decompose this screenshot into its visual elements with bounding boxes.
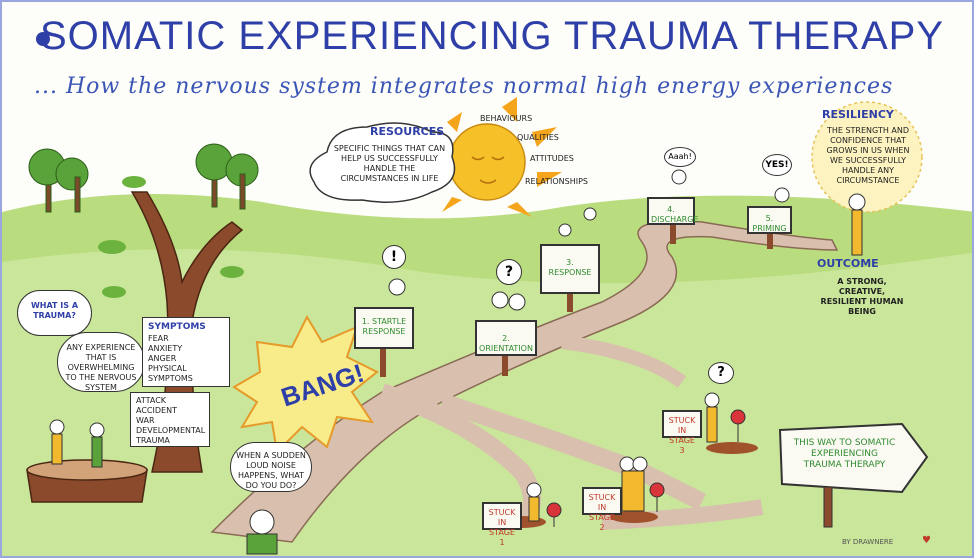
sun-ray-attitudes: ATTITUDES: [530, 154, 574, 163]
stage-bubble-startle: !: [382, 245, 406, 269]
resiliency-glow: [811, 101, 923, 213]
stage-sign-startle: 1. STARTLE RESPONSE: [354, 307, 414, 349]
resiliency-heading: RESILIENCY: [822, 108, 894, 121]
resources-cloud: [309, 122, 456, 203]
outcome-text: A STRONG, CREATIVE, RESILIENT HUMAN BEIN…: [820, 277, 904, 316]
direction-sign-shape: [778, 422, 929, 494]
sun-ray-qualities: QUALITIES: [517, 133, 559, 142]
causes-card: ATTACK ACCIDENT WAR DEVELOPMENTAL TRAUMA: [130, 392, 210, 447]
stuck2-stump: [610, 511, 658, 523]
cause-item: ATTACK: [136, 396, 167, 405]
sun-ray-relationships: RELATIONSHIPS: [525, 177, 588, 186]
outcome-heading: OUTCOME: [817, 257, 879, 270]
symptoms-heading: SYMPTOMS: [148, 322, 206, 332]
credit-text: BY DRAWNERE: [842, 538, 894, 546]
stage-sign-priming: 5. PRIMING: [747, 206, 792, 234]
stage-sign-orientation: 2. ORIENTATION: [475, 320, 537, 356]
tree-mid: [195, 143, 259, 210]
stage-sign-posts: [380, 222, 773, 377]
symptom-item: FEAR: [148, 334, 169, 343]
resources-text: SPECIFIC THINGS THAT CAN HELP US SUCCESS…: [333, 144, 446, 183]
cause-item: DEVELOPMENTAL TRAUMA: [136, 426, 206, 445]
stage-sign-response: 3. RESPONSE: [540, 244, 600, 294]
symptom-item: ANGER: [148, 354, 177, 363]
what-is-trauma-bubble: WHAT IS A TRAUMA?: [17, 290, 92, 336]
stop-signs: [546, 409, 746, 527]
symptom-item: ANXIETY: [148, 344, 183, 353]
stuck-sign-stage1: STUCK IN STAGE 1: [482, 502, 522, 547]
stage-bubble-orientation: ?: [496, 259, 522, 285]
stuck-sign-stage3: STUCK IN STAGE 3: [662, 410, 702, 455]
title-bullet-icon: [36, 32, 50, 46]
noise-question-bubble: WHEN A SUDDEN LOUD NOISE HAPPENS, WHAT D…: [230, 442, 312, 492]
stuck-sign-stage2: STUCK IN STAGE 2: [582, 487, 622, 532]
heart-icon: ♥: [922, 535, 931, 546]
direction-sign-text: this way to SOMATIC EXPERIENCING TRAUMA …: [793, 438, 896, 470]
cause-item: WAR: [136, 416, 155, 425]
sun-ray-behaviours: BEHAVIOURS: [480, 114, 533, 123]
cause-item: ACCIDENT: [136, 406, 177, 415]
stuck-bubble-stage3: ?: [708, 362, 734, 384]
tree-stump: [26, 459, 148, 503]
trauma-answer-bubble: ANY EXPERIENCE THAT IS OVERWHELMING TO T…: [57, 332, 145, 392]
stage-sign-discharge: 4. DISCHARGE: [647, 197, 698, 225]
resiliency-text: THE STRENGTH AND CONFIDENCE THAT GROWS I…: [826, 126, 910, 185]
symptom-item: PHYSICAL SYMPTOMS: [148, 364, 193, 383]
page-subtitle: ... How the nervous system integrates no…: [34, 74, 894, 99]
direction-sign-post: [823, 486, 833, 528]
tree-left: [28, 148, 89, 213]
bang-burst: [232, 314, 379, 455]
stage-bubble-discharge: Aaah!: [664, 147, 696, 167]
stuck3-stump: [706, 442, 758, 454]
branch-path-3: [561, 335, 687, 388]
stage-bubble-priming: YES!: [762, 154, 792, 176]
figures: [49, 169, 866, 555]
page-title: SOMATIC EXPERIENCING TRAUMA THERAPY: [40, 14, 945, 58]
symptoms-card: SYMPTOMS FEAR ANXIETY ANGER PHYSICAL SYM…: [142, 317, 230, 387]
resources-heading: RESOURCES: [370, 125, 445, 138]
